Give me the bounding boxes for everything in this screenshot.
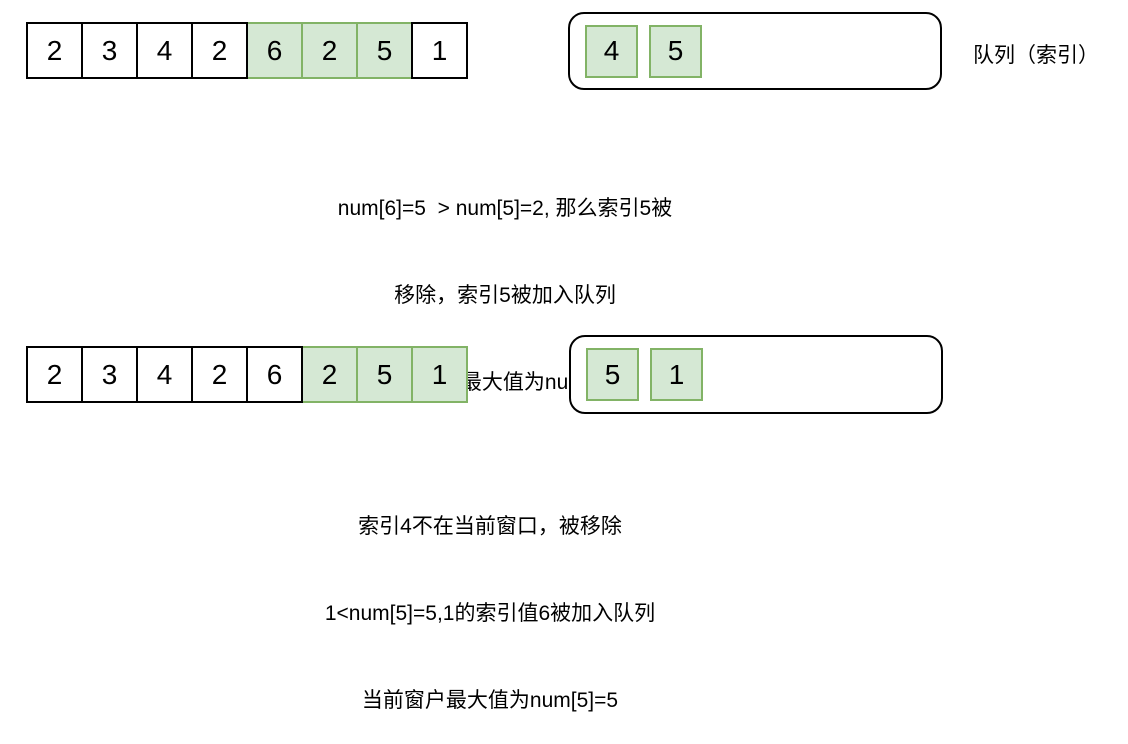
array-cell: 2 — [26, 22, 83, 79]
caption-line: 移除，索引5被加入队列 — [394, 284, 616, 307]
array-cell: 1 — [411, 346, 468, 403]
array-cell: 3 — [81, 346, 138, 403]
array-cell: 3 — [81, 22, 138, 79]
array-cell: 4 — [136, 22, 193, 79]
queue-cell: 5 — [649, 24, 702, 78]
array-cell: 6 — [246, 346, 303, 403]
array-cell: 5 — [356, 22, 413, 79]
queue-label: 队列（索引） — [973, 44, 1099, 67]
caption-line: 当前窗户最大值为num[5]=5 — [361, 689, 619, 712]
caption-line: 索引4不在当前窗口，被移除 — [358, 515, 622, 538]
queue-cell: 5 — [586, 348, 639, 401]
queue-cell: 4 — [585, 24, 638, 78]
caption-step2: 索引4不在当前窗口，被移除 1<num[5]=5,1的索引值6被加入队列 当前窗… — [280, 454, 700, 744]
array-cell: 4 — [136, 346, 193, 403]
array-cell: 6 — [246, 22, 303, 79]
array-cell: 1 — [411, 22, 468, 79]
array-cell: 5 — [356, 346, 413, 403]
array-cell: 2 — [301, 346, 358, 403]
caption-line: 1<num[5]=5,1的索引值6被加入队列 — [324, 602, 656, 625]
array-cell: 2 — [191, 22, 248, 79]
array-cell: 2 — [191, 346, 248, 403]
array-cell: 2 — [301, 22, 358, 79]
array-cell: 2 — [26, 346, 83, 403]
caption-line: num[6]=5 > num[5]=2, 那么索引5被 — [337, 197, 673, 220]
queue-cell: 1 — [650, 348, 703, 401]
